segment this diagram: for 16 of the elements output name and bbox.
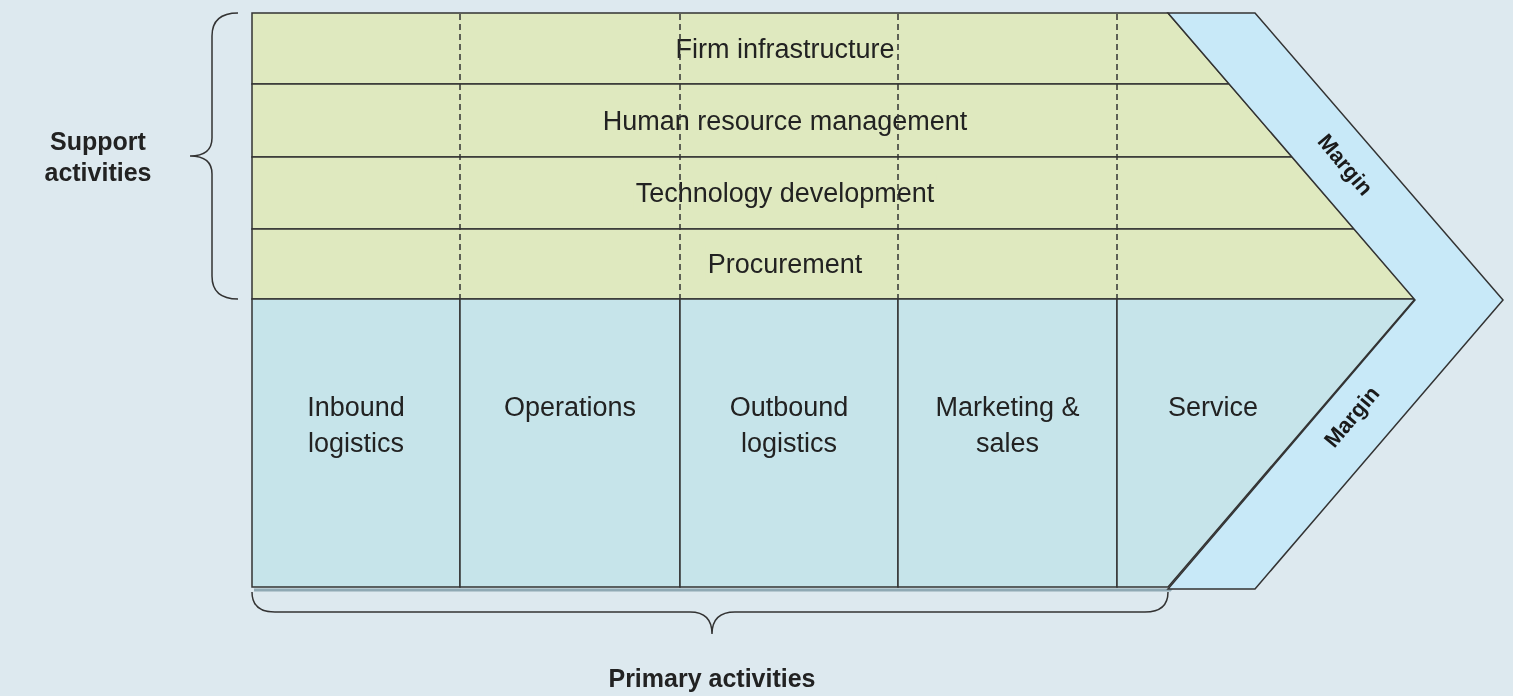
- support-activity-row: [252, 84, 1293, 157]
- bracket-label: Primary activities: [607, 663, 817, 694]
- activity-label: Operations: [502, 391, 638, 424]
- activity-label: Service: [1167, 391, 1259, 424]
- primary-activity-column: [252, 299, 460, 587]
- activity-label: Marketing & sales: [934, 391, 1081, 460]
- primary-activity-column: [898, 299, 1117, 587]
- primary-activity-column: [1117, 299, 1415, 587]
- primary-activity-column: [460, 299, 680, 587]
- activity-label: Inbound logistics: [306, 391, 406, 460]
- support-activity-row: [252, 13, 1230, 84]
- primary-activity-column: [680, 299, 898, 587]
- activity-label: Outbound logistics: [728, 391, 850, 460]
- margin-chevron: [1168, 13, 1506, 589]
- bracket-label: Support activities: [43, 126, 153, 188]
- support-activity-row: [252, 229, 1415, 299]
